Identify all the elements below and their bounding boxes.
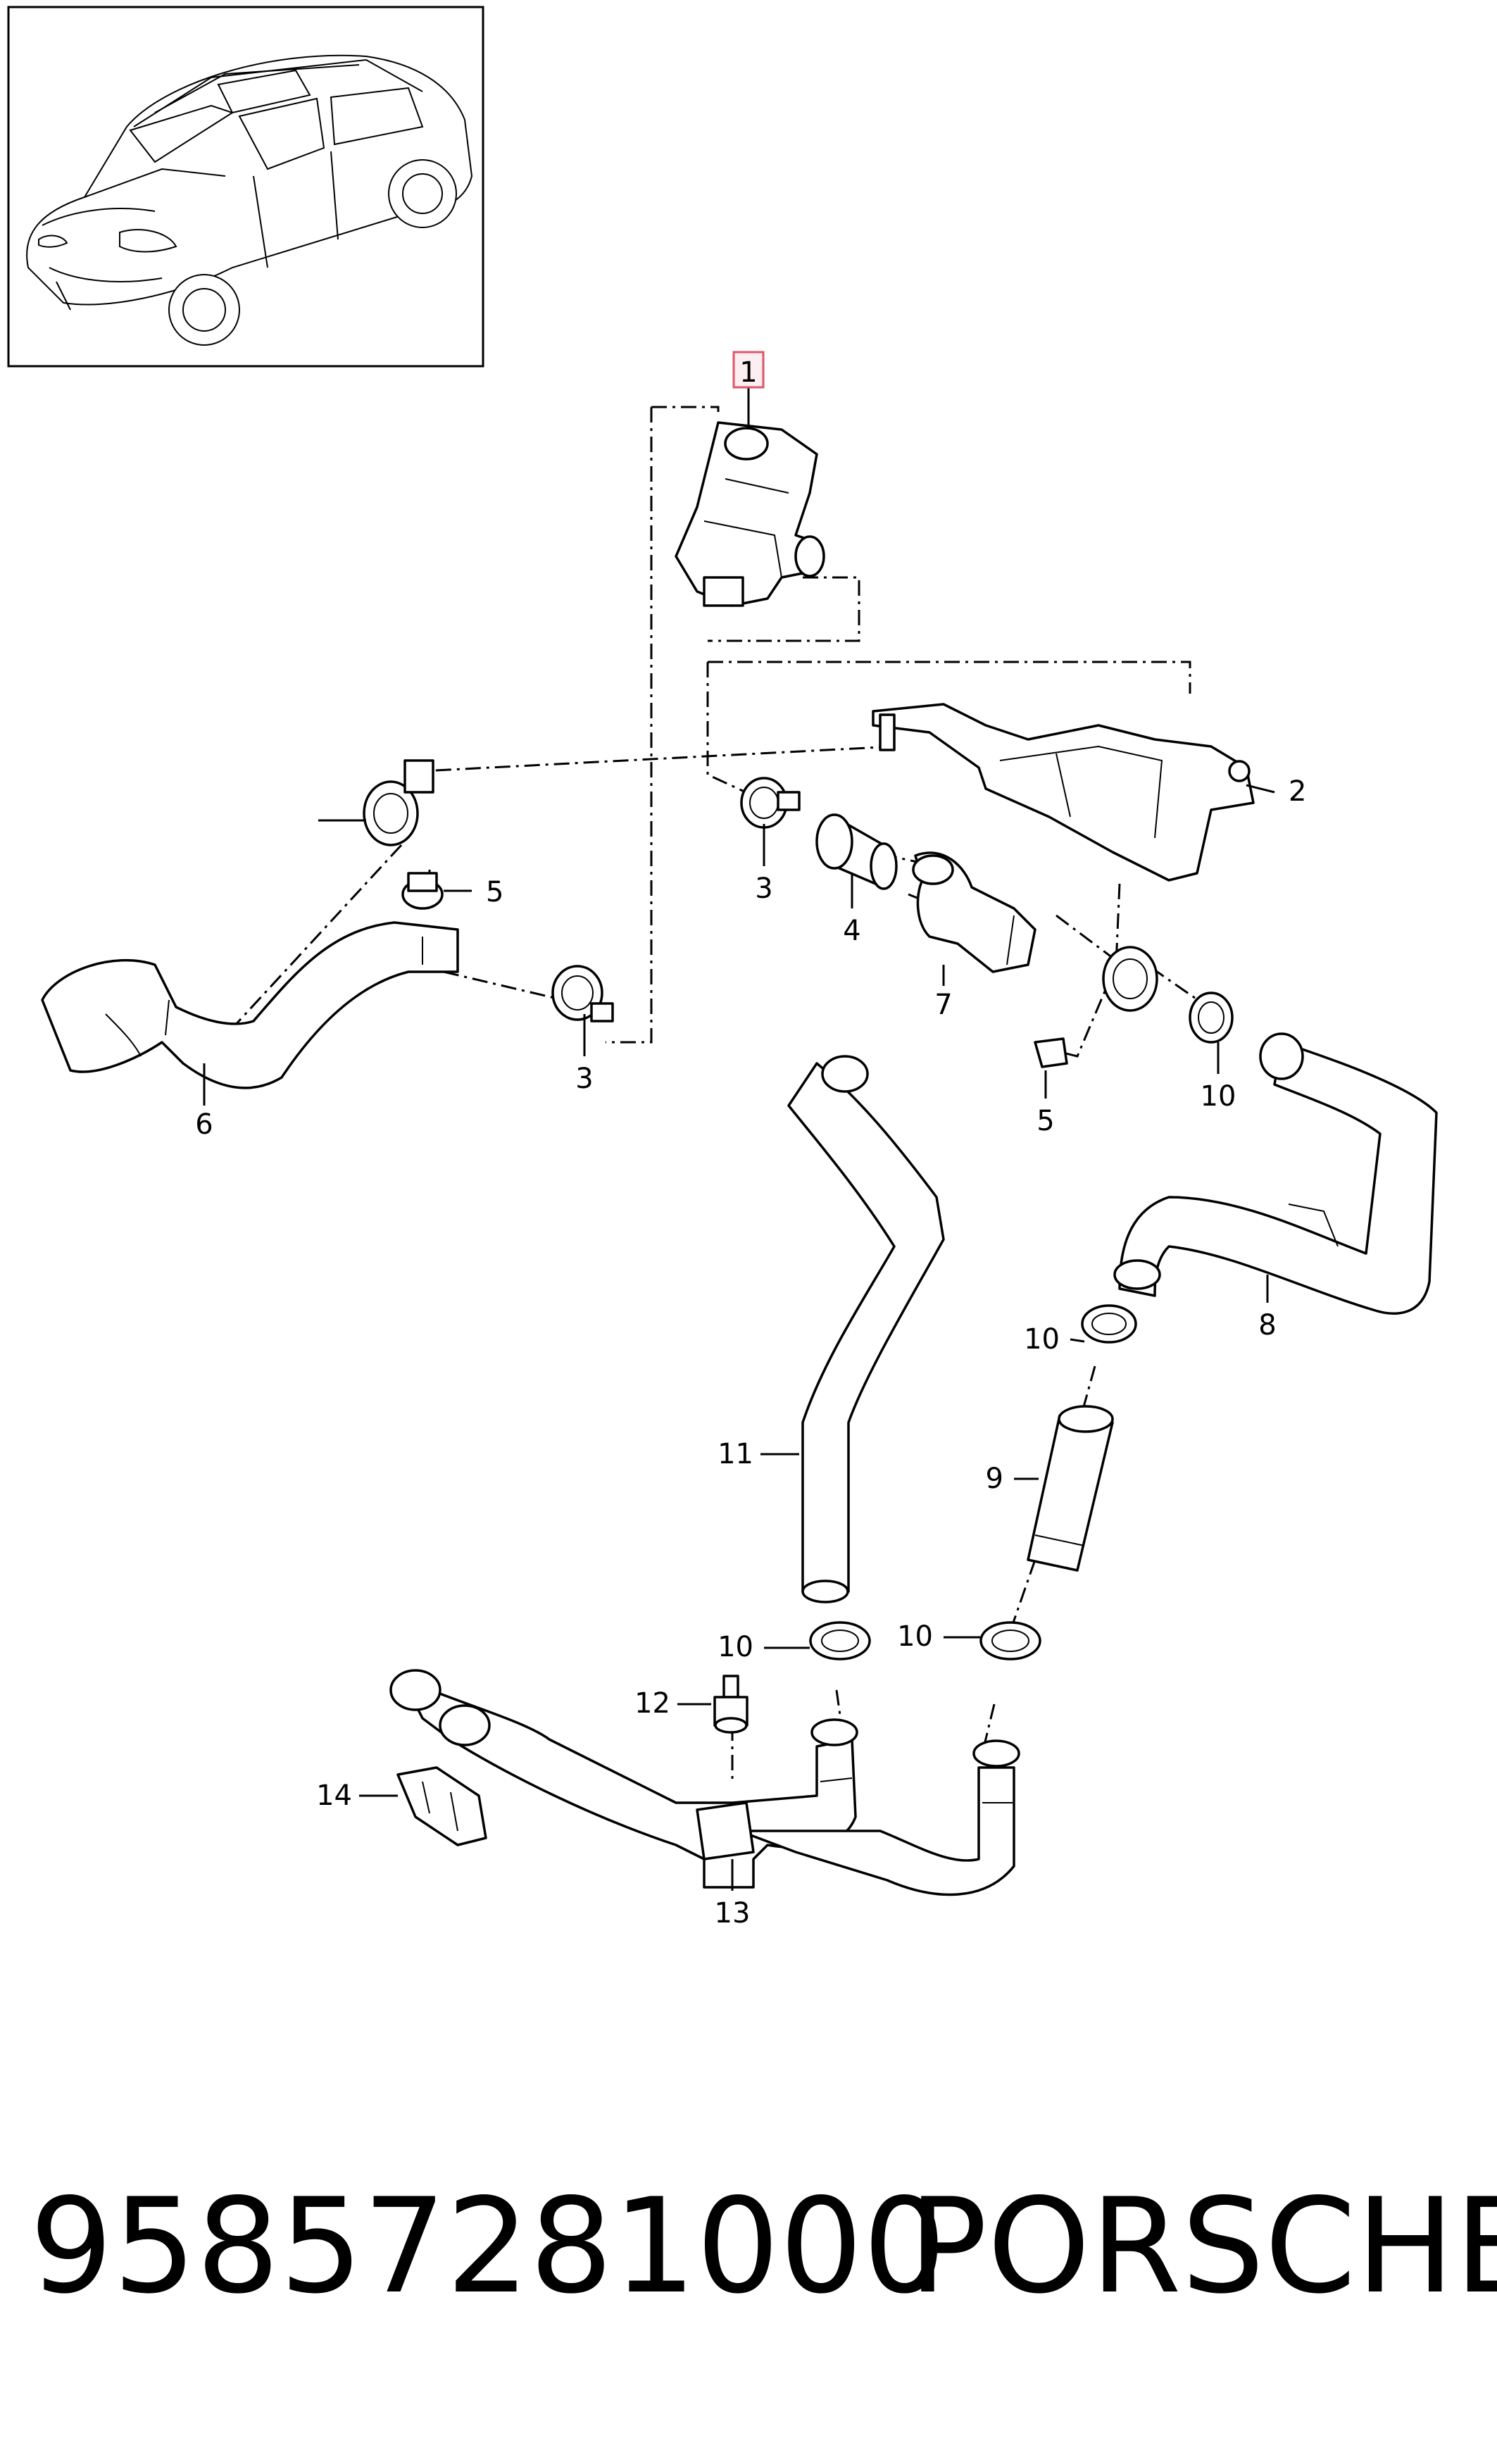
part-14-clip — [396, 1766, 487, 1846]
callout-1-highlight — [732, 351, 765, 389]
brand-name: PORSCHE — [908, 2170, 1497, 2322]
part-2-bracket — [872, 703, 1255, 882]
part-3-clamp-left — [363, 759, 434, 846]
part-4-hose-connector — [815, 813, 898, 890]
callout-2[interactable]: 2 — [1289, 775, 1306, 808]
callout-4[interactable]: 4 — [843, 915, 860, 947]
part-9-hose — [1027, 1405, 1114, 1572]
callout-1[interactable]: 1 — [739, 356, 757, 389]
callout-13[interactable]: 13 — [715, 1897, 751, 1930]
part-12-bleed-screw — [713, 1675, 748, 1734]
callouts: 1 2 3 3 4 5 5 6 7 8 9 10 10 10 10 11 12 … — [195, 356, 1306, 1930]
part-8-hose — [1113, 1032, 1438, 1315]
part-6-hose — [41, 921, 459, 1089]
callout-9[interactable]: 9 — [986, 1463, 1003, 1495]
leader-lines — [203, 387, 1275, 1891]
callout-5[interactable]: 5 — [1036, 1105, 1054, 1137]
part-10-clamp-d — [979, 1621, 1041, 1661]
callout-10[interactable]: 10 — [1024, 1323, 1060, 1356]
callout-10[interactable]: 10 — [718, 1631, 753, 1663]
part-5-plug-left — [401, 872, 444, 910]
part-10-clamp-b — [1081, 1304, 1137, 1344]
part-number: 95857281000 — [30, 2170, 946, 2322]
callout-12[interactable]: 12 — [634, 1687, 670, 1720]
connection-lines — [231, 406, 1219, 1888]
part-5-plug-right — [1034, 1037, 1068, 1068]
part-7-hose — [912, 851, 1036, 973]
callout-5[interactable]: 5 — [486, 876, 503, 908]
callout-3[interactable]: 3 — [755, 873, 772, 905]
callout-3[interactable]: 3 — [575, 1063, 593, 1095]
part-10-clamp-c — [809, 1621, 871, 1661]
callout-10[interactable]: 10 — [1201, 1080, 1236, 1113]
callout-7[interactable]: 7 — [934, 989, 952, 1021]
part-connector-small — [1102, 946, 1158, 1012]
part-1-water-pump — [675, 421, 825, 607]
part-11-hose — [787, 1055, 945, 1603]
part-13-pipe-assembly — [389, 1669, 1020, 1896]
callout-8[interactable]: 8 — [1258, 1309, 1276, 1342]
callout-10[interactable]: 10 — [897, 1620, 933, 1653]
callout-14[interactable]: 14 — [316, 1780, 352, 1812]
callout-6[interactable]: 6 — [195, 1108, 213, 1141]
part-3-clamp-lower — [551, 965, 614, 1023]
callout-11[interactable]: 11 — [718, 1438, 753, 1470]
part-3-clamp-upper — [740, 777, 801, 829]
part-10-clamp-a — [1189, 992, 1234, 1044]
car-illustration — [26, 54, 473, 346]
vehicle-overview-inset — [7, 6, 484, 368]
